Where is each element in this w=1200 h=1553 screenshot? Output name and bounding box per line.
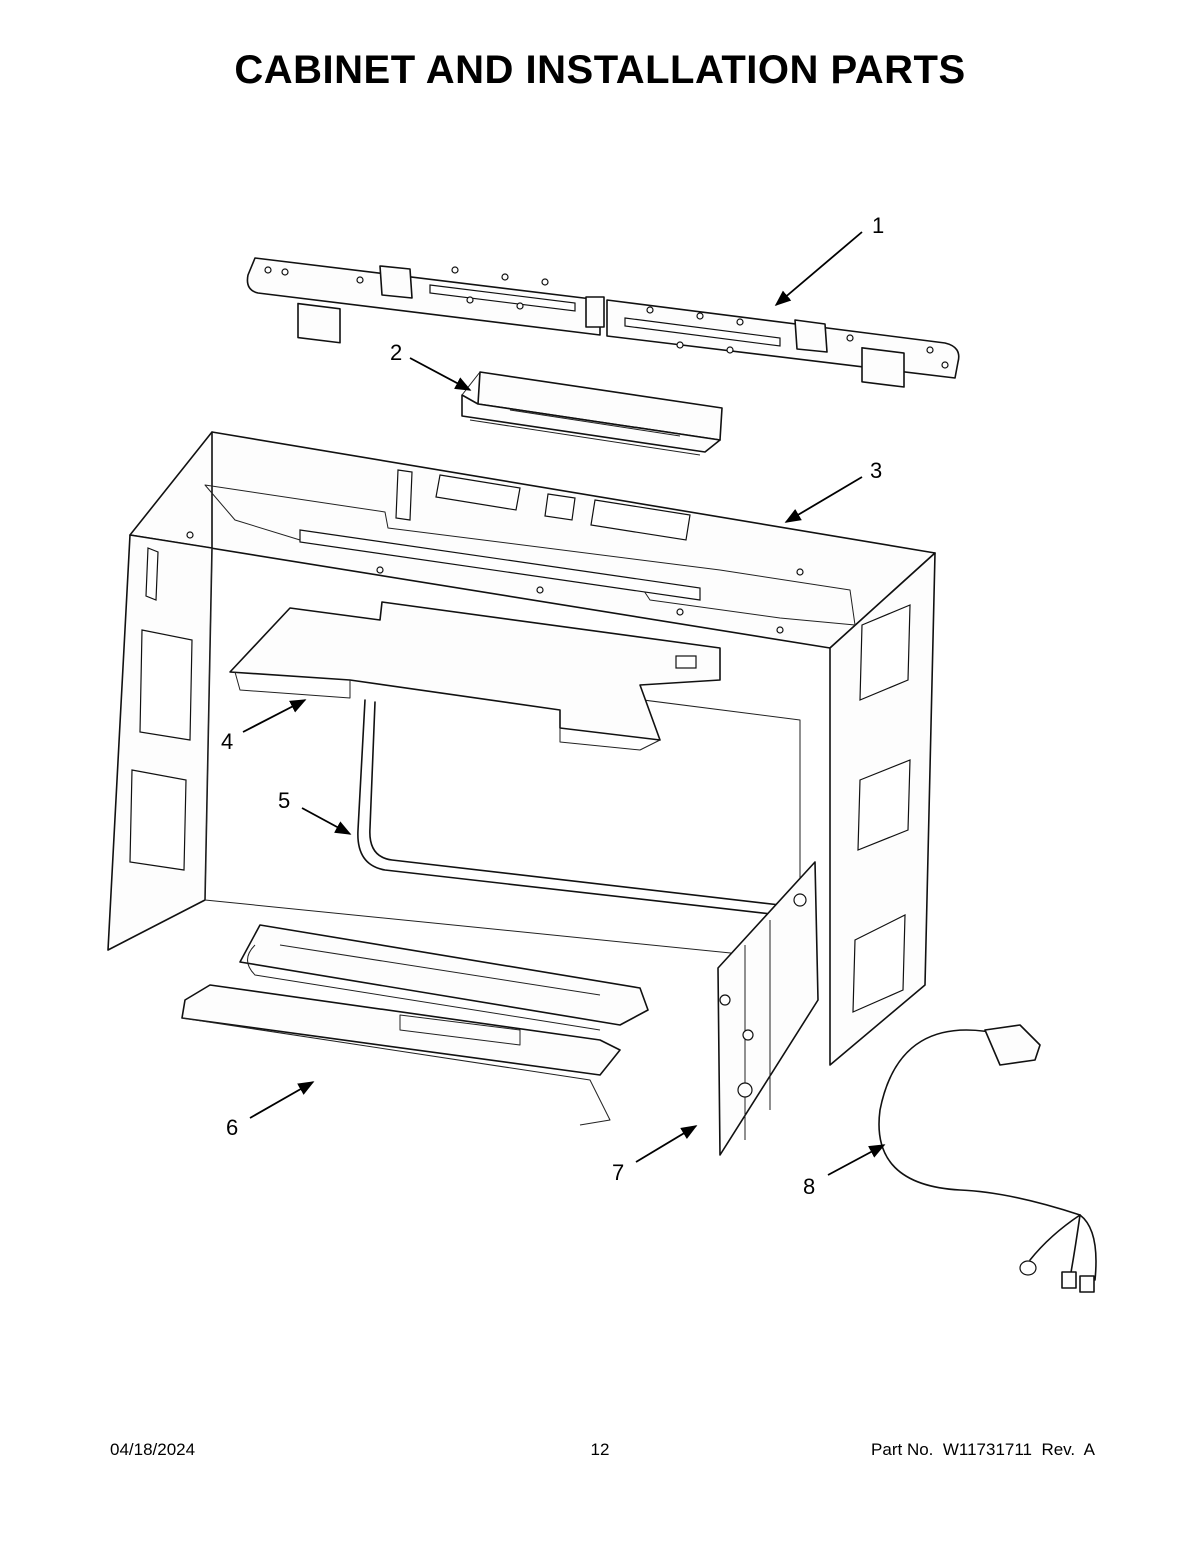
- callout-7: 7: [612, 1160, 624, 1185]
- part-1-mounting-plate: [246, 257, 960, 388]
- callout-5: 5: [278, 788, 290, 813]
- callout-2: 2: [390, 340, 402, 365]
- part-3-cabinet: [107, 431, 936, 1066]
- callout-1: 1: [872, 213, 884, 238]
- callout-4: 4: [221, 729, 233, 754]
- arrow-1: [774, 231, 863, 307]
- part-7-side-bracket: [717, 861, 819, 1156]
- part-2-control-box: [461, 371, 723, 456]
- arrow-6: [249, 1081, 315, 1119]
- arrow-3: [784, 476, 863, 523]
- part-4-vent-bracket: [229, 601, 721, 751]
- arrow-4: [242, 699, 307, 733]
- arrow-2: [409, 357, 472, 391]
- callout-8: 8: [803, 1174, 815, 1199]
- part-6-bottom-plate: [181, 924, 649, 1126]
- footer-page-number: 12: [590, 1440, 610, 1459]
- arrow-7: [635, 1125, 698, 1163]
- callout-arrows: [242, 231, 886, 1176]
- page-title: CABINET AND INSTALLATION PARTS: [234, 48, 966, 92]
- footer-date: 04/18/2024: [110, 1440, 196, 1459]
- callout-6: 6: [226, 1115, 238, 1140]
- arrow-5: [301, 807, 352, 835]
- part-8-power-cord: [878, 1024, 1097, 1293]
- footer-part-number: Part No. W11731711 Rev. A: [871, 1440, 1095, 1459]
- arrow-8: [827, 1144, 886, 1176]
- callout-3: 3: [870, 458, 882, 483]
- part-5-gasket: [357, 699, 781, 916]
